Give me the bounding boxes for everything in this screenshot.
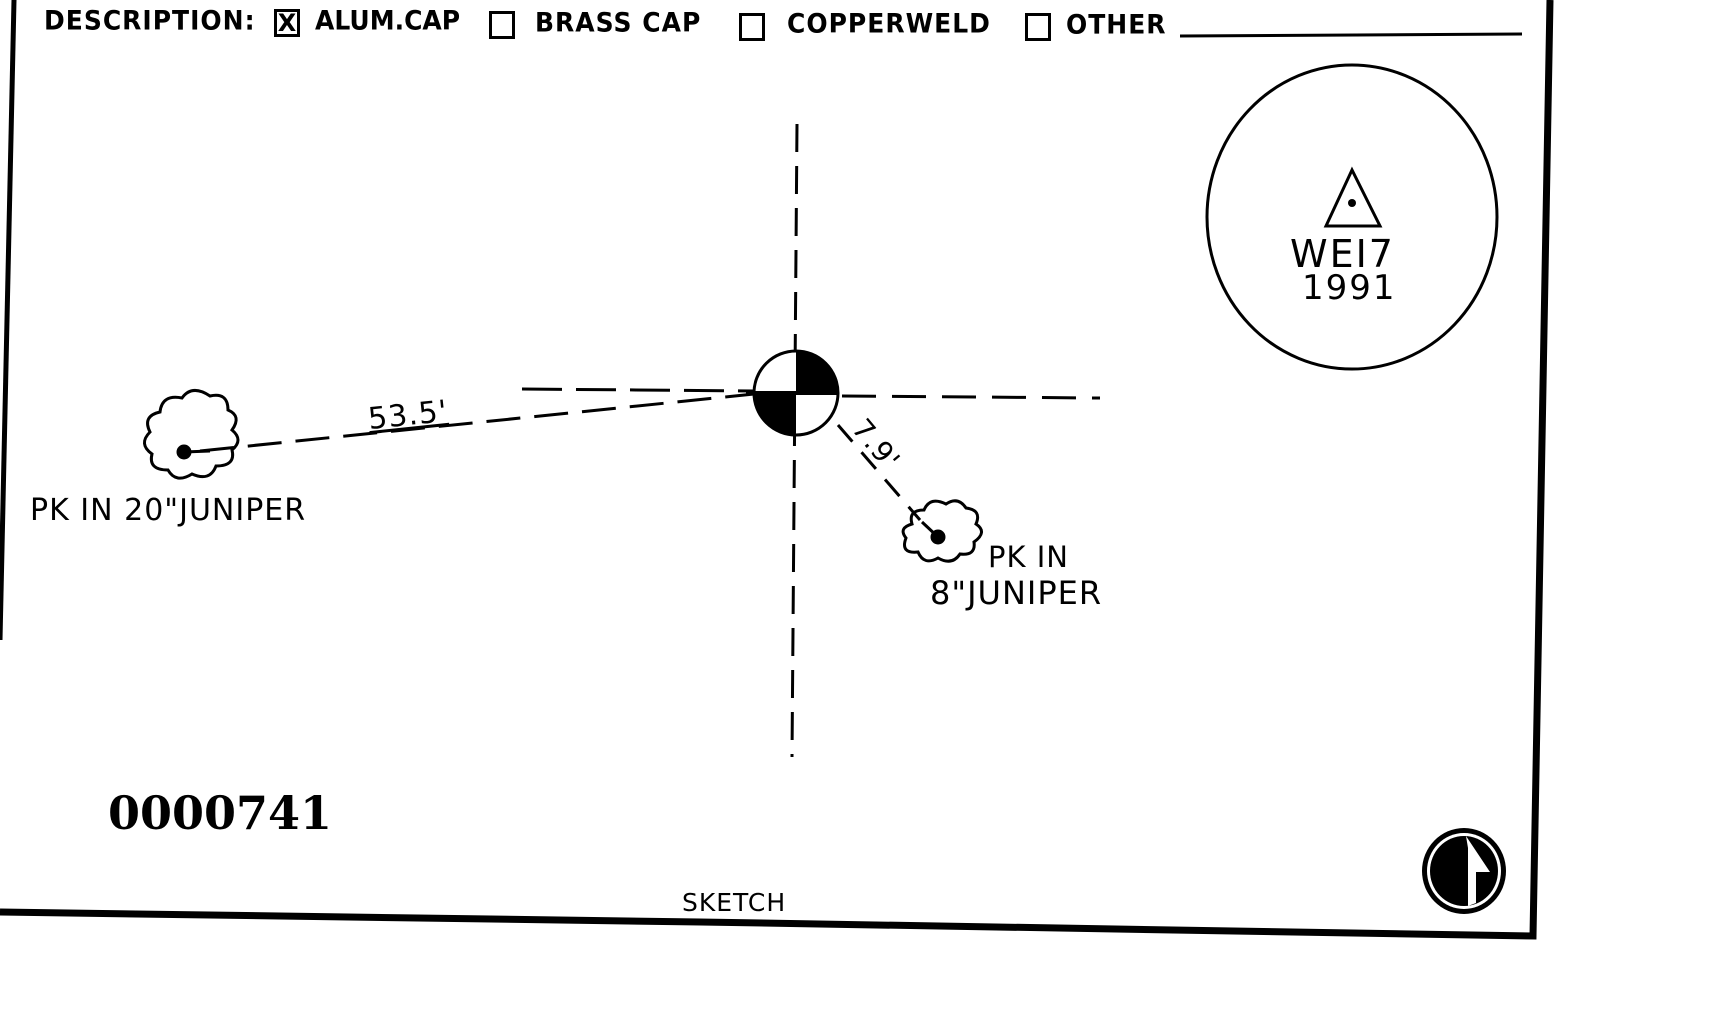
benchmark-stamp — [1205, 63, 1499, 371]
ref-line-upper — [521, 387, 755, 393]
checkbox-copperweld[interactable] — [739, 13, 765, 41]
ref-label-right-line2: 8"JUNIPER — [930, 574, 1103, 612]
stamp-id: WEI7 — [1290, 232, 1395, 276]
sketch-label: SKETCH — [682, 888, 787, 917]
description-label: DESCRIPTION: — [44, 5, 256, 36]
frame-left-border — [0, 0, 17, 641]
option-label-copperweld: COPPERWELD — [787, 8, 991, 39]
north-arrow-icon — [1422, 828, 1506, 914]
ref-label-right-line1: PK IN — [988, 540, 1069, 574]
ref-line-right — [836, 424, 922, 521]
tree-left-icon — [143, 389, 240, 480]
checkbox-brass-cap[interactable] — [489, 11, 515, 39]
other-blank-line — [1179, 32, 1523, 38]
checkbox-alum-cap[interactable]: X — [274, 9, 300, 37]
document-number: 0000741 — [108, 786, 333, 840]
survey-mark-symbol-icon — [746, 349, 840, 437]
tree-right-icon — [901, 499, 983, 563]
horizontal-dashed-axis — [841, 394, 1101, 400]
option-label-alum-cap: ALUM.CAP — [315, 5, 461, 36]
vertical-dashed-axis — [790, 123, 799, 758]
ref-label-left: PK IN 20"JUNIPER — [30, 493, 307, 528]
stamp-year: 1991 — [1302, 268, 1397, 308]
option-label-other: OTHER — [1066, 9, 1167, 40]
frame-border — [0, 0, 1554, 940]
option-label-brass-cap: BRASS CAP — [535, 7, 702, 38]
other-input[interactable] — [1180, 8, 1520, 34]
checkbox-other[interactable] — [1025, 13, 1051, 41]
ref-line-left — [199, 392, 755, 453]
